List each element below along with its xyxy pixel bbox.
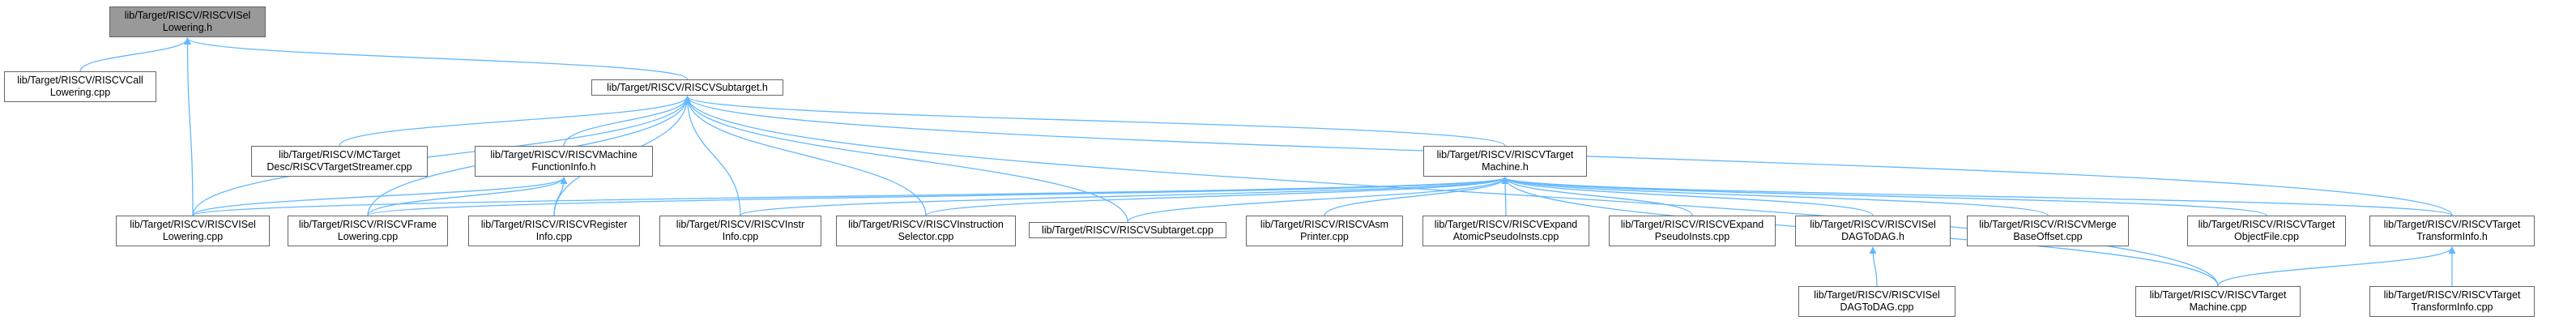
- edge-n3-to-n5: [192, 177, 568, 216]
- node-riscvregisterinfo-cpp[interactable]: lib/Target/RISCV/RISCVRegister Info.cpp: [468, 216, 640, 246]
- node-label-line-1: lib/Target/RISCV/RISCVTarget: [2149, 289, 2287, 301]
- node-riscvmachinefunctioninfo-h[interactable]: lib/Target/RISCV/RISCVMachine FunctionIn…: [475, 146, 653, 177]
- node-label-line-2: Machine.cpp: [2189, 301, 2247, 313]
- node-label-line-2: AtomicPseudoInsts.cpp: [1452, 231, 1559, 242]
- node-label-line-2: Selector.cpp: [898, 231, 954, 242]
- node-label-line-1: lib/Target/RISCV/RISCVInstr: [676, 219, 805, 230]
- node-label-line-2: ObjectFile.cpp: [2234, 231, 2299, 242]
- edge-n11-to-n2: [684, 96, 1128, 223]
- edge-n3-to-n6: [192, 177, 1508, 216]
- edge-n3-to-n2: [192, 96, 691, 216]
- node-riscvisedagtodag-cpp[interactable]: lib/Target/RISCV/RISCVISel DAGToDAG.cpp: [1798, 286, 1955, 317]
- edge-n10-to-n2: [684, 96, 927, 216]
- edge-n7-to-n5: [367, 177, 568, 216]
- node-label-line-1: lib/Target/RISCV/RISCVFrame: [298, 219, 437, 230]
- node-label-line-2: Info.cpp: [535, 231, 573, 242]
- edge-n6-to-n2: [684, 96, 1506, 147]
- node-label-line-2: Lowering.cpp: [49, 87, 111, 98]
- node-label-line-1: lib/Target/RISCV/RISCVMachine: [490, 149, 638, 160]
- node-label-line-1: lib/Target/RISCV/RISCVExpand: [1434, 219, 1578, 230]
- node-label-line-1: lib/Target/RISCV/RISCVTarget: [1436, 149, 1574, 160]
- node-label-line-1: lib/Target/RISCV/RISCVSubtarget.h: [607, 81, 768, 93]
- node-riscvtargettransforminfo-cpp[interactable]: lib/Target/RISCV/RISCVTarget TransformIn…: [2369, 286, 2535, 317]
- node-riscvisellowering-h[interactable]: lib/Target/RISCV/RISCVISel Lowering.h: [109, 6, 266, 37]
- edge-n9-to-n6: [740, 177, 1509, 216]
- node-label-line-1: lib/Target/RISCV/RISCVInstruction: [848, 219, 1004, 230]
- edge-n16-to-n6: [1501, 177, 2049, 216]
- edge-n13-to-n6: [1501, 177, 1509, 216]
- node-label-line-1: lib/Target/RISCV/RISCVISel: [1814, 289, 1940, 301]
- node-label-line-2: Lowering.cpp: [337, 231, 399, 242]
- node-riscvframelowering-cpp[interactable]: lib/Target/RISCV/RISCVFrame Lowering.cpp: [288, 216, 448, 246]
- node-riscvexpandatomicpseudoinsts-cpp[interactable]: lib/Target/RISCV/RISCVExpand AtomicPseud…: [1422, 216, 1589, 246]
- node-label-line-1: lib/Target/RISCV/RISCVCall: [17, 75, 143, 86]
- node-riscvtargetstreamer-cpp[interactable]: lib/Target/RISCV/MCTarget Desc/RISCVTarg…: [251, 146, 428, 177]
- node-label-line-1: lib/Target/RISCV/RISCVMerge: [1979, 219, 2117, 230]
- edge-n5-to-n2: [563, 96, 691, 147]
- edge-n4-to-n2: [339, 96, 691, 147]
- node-riscvexpandpseudoinsts-cpp[interactable]: lib/Target/RISCV/RISCVExpand PseudoInsts…: [1609, 216, 1776, 246]
- node-label-line-1: lib/Target/RISCV/RISCVExpand: [1620, 219, 1764, 230]
- edge-n12-to-n6: [1324, 177, 1509, 216]
- node-label-line-1: lib/Target/RISCV/RISCVRegister: [480, 219, 628, 230]
- node-riscvsubtarget-h[interactable]: lib/Target/RISCV/RISCVSubtarget.h: [591, 79, 783, 96]
- edge-n1-to-n0: [79, 37, 191, 72]
- edge-n9-to-n2: [684, 96, 741, 216]
- edge-n19-to-n15: [1869, 246, 1878, 287]
- node-label-line-1: lib/Target/RISCV/RISCVAsm: [1260, 219, 1389, 230]
- edge-n20-to-n18: [2217, 246, 2456, 287]
- node-label-line-2: Lowering.cpp: [162, 231, 224, 242]
- node-label-line-2: Desc/RISCVTargetStreamer.cpp: [267, 161, 412, 173]
- node-label-line-2: Info.cpp: [722, 231, 759, 242]
- node-riscvisellowering-cpp[interactable]: lib/Target/RISCV/RISCVISel Lowering.cpp: [116, 216, 270, 246]
- edge-n7-to-n6: [367, 177, 1508, 216]
- node-label-line-1: lib/Target/RISCV/RISCVISel: [1810, 219, 1936, 230]
- node-label-line-2: BaseOffset.cpp: [2013, 231, 2083, 242]
- node-riscvtargetobjectfile-cpp[interactable]: lib/Target/RISCV/RISCVTarget ObjectFile.…: [2187, 216, 2346, 246]
- node-label-line-2: PseudoInsts.cpp: [1654, 231, 1730, 242]
- node-label-line-1: lib/Target/RISCV/RISCVISel: [130, 219, 256, 230]
- node-label-line-1: lib/Target/RISCV/RISCVTarget: [2383, 289, 2521, 301]
- node-label-line-2: DAGToDAG.cpp: [1840, 301, 1914, 313]
- node-riscvinstructionselector-cpp[interactable]: lib/Target/RISCV/RISCVInstruction Select…: [836, 216, 1016, 246]
- edge-n17-to-n6: [1501, 177, 2267, 216]
- node-label-line-2: DAGToDAG.h: [1841, 231, 1904, 242]
- node-label-line-1: lib/Target/RISCV/RISCVTarget: [2383, 219, 2521, 230]
- node-riscvinstrinfo-cpp[interactable]: lib/Target/RISCV/RISCVInstr Info.cpp: [659, 216, 821, 246]
- node-riscvtargetmachine-cpp[interactable]: lib/Target/RISCV/RISCVTarget Machine.cpp: [2135, 286, 2301, 317]
- node-label-line-2: TransformInfo.h: [2416, 231, 2488, 242]
- node-label-line-2: TransformInfo.cpp: [2411, 301, 2493, 313]
- edge-n2-to-n0: [184, 37, 689, 80]
- node-label-line-1: lib/Target/RISCV/RISCVSubtarget.cpp: [1042, 224, 1213, 236]
- node-riscvsubtarget-cpp[interactable]: lib/Target/RISCV/RISCVSubtarget.cpp: [1029, 222, 1226, 238]
- node-riscvtargetmachine-h[interactable]: lib/Target/RISCV/RISCVTarget Machine.h: [1423, 146, 1587, 177]
- node-label-line-1: lib/Target/RISCV/RISCVISel: [124, 10, 251, 21]
- node-label-line-1: lib/Target/RISCV/MCTarget: [278, 149, 401, 160]
- edge-n11-to-n6: [1127, 177, 1509, 223]
- node-label-line-2: Machine.h: [1482, 161, 1529, 173]
- node-label-line-2: Lowering.h: [162, 22, 213, 33]
- node-riscvmergebaseoffset-cpp[interactable]: lib/Target/RISCV/RISCVMerge BaseOffset.c…: [1967, 216, 2129, 246]
- edge-n15-to-n6: [1501, 177, 1874, 216]
- node-riscvisedagtodag-h[interactable]: lib/Target/RISCV/RISCVISel DAGToDAG.h: [1795, 216, 1951, 246]
- edge-n3-to-n0: [184, 37, 194, 216]
- node-riscvtargettransforminfo-h[interactable]: lib/Target/RISCV/RISCVTarget TransformIn…: [2369, 216, 2535, 246]
- node-label-line-2: FunctionInfo.h: [531, 161, 596, 173]
- node-riscvasmprinter-cpp[interactable]: lib/Target/RISCV/RISCVAsm Printer.cpp: [1246, 216, 1403, 246]
- node-riscvcalllowering-cpp[interactable]: lib/Target/RISCV/RISCVCall Lowering.cpp: [4, 71, 156, 102]
- edge-n14-to-n6: [1501, 177, 1693, 216]
- edge-n8-to-n5: [553, 177, 568, 216]
- edge-n20-to-n2: [684, 96, 2219, 287]
- edge-n18-to-n6: [1501, 177, 2453, 216]
- edge-n10-to-n6: [925, 177, 1509, 216]
- node-label-line-1: lib/Target/RISCV/RISCVTarget: [2198, 219, 2335, 230]
- node-label-line-2: Printer.cpp: [1300, 231, 1349, 242]
